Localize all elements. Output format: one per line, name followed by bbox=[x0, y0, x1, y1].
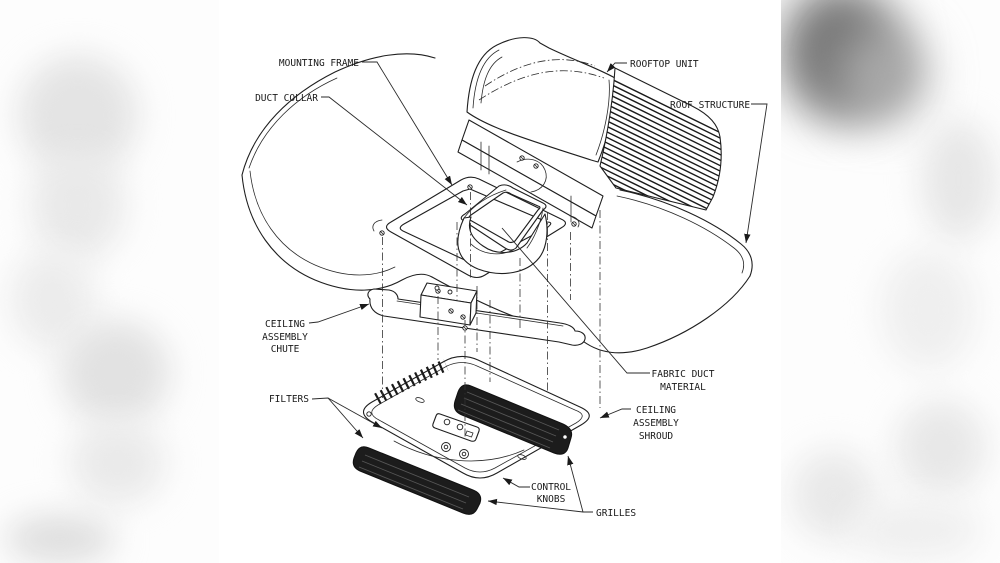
leader-mounting-frame bbox=[362, 61, 453, 186]
label-mounting-frame: MOUNTING FRAME bbox=[279, 58, 359, 69]
projection-lines bbox=[382, 192, 601, 438]
label-filters: FILTERS bbox=[269, 394, 309, 405]
svg-text:FABRIC DUCT: FABRIC DUCT bbox=[652, 369, 715, 380]
label-control-knobs: CONTROL KNOBS bbox=[531, 482, 571, 505]
svg-text:CHUTE: CHUTE bbox=[271, 344, 300, 355]
rooftop-unit-drawing bbox=[457, 37, 722, 229]
leader-ceiling-shroud bbox=[599, 408, 631, 419]
leader-filters-2 bbox=[327, 397, 383, 429]
drawing-canvas: MOUNTING FRAME DUCT COLLAR ROOFTOP UNIT … bbox=[219, 0, 781, 563]
blur-left-bar bbox=[0, 0, 219, 563]
leader-fabric-duct bbox=[501, 227, 650, 374]
leader-roof-structure bbox=[744, 103, 768, 244]
label-rooftop-unit: ROOFTOP UNIT bbox=[630, 59, 699, 70]
svg-text:KNOBS: KNOBS bbox=[537, 494, 566, 505]
svg-text:CEILING: CEILING bbox=[636, 405, 676, 416]
label-grilles: GRILLES bbox=[596, 508, 636, 519]
label-roof-structure: ROOF STRUCTURE bbox=[670, 100, 750, 111]
leader-control-knobs bbox=[502, 477, 530, 488]
leader-ceiling-chute bbox=[308, 303, 370, 324]
blur-blob bbox=[836, 30, 926, 120]
blur-blob bbox=[60, 320, 170, 425]
blur-blob bbox=[881, 250, 976, 370]
label-duct-collar: DUCT COLLAR bbox=[255, 93, 318, 104]
exploded-view-svg: MOUNTING FRAME DUCT COLLAR ROOFTOP UNIT … bbox=[241, 37, 768, 519]
label-ceiling-assembly-chute: CEILING ASSEMBLY CHUTE bbox=[262, 319, 308, 355]
label-ceiling-assembly-shroud: CEILING ASSEMBLY SHROUD bbox=[633, 405, 679, 442]
svg-text:CONTROL: CONTROL bbox=[531, 482, 571, 493]
svg-text:SHROUD: SHROUD bbox=[639, 431, 674, 442]
blur-blob bbox=[70, 420, 165, 505]
svg-text:CEILING: CEILING bbox=[265, 319, 305, 330]
grille-a bbox=[453, 384, 573, 455]
blur-blob bbox=[921, 120, 996, 240]
intake-louvers bbox=[374, 359, 449, 405]
labels: MOUNTING FRAME DUCT COLLAR ROOFTOP UNIT … bbox=[255, 58, 750, 519]
leader-grilles-1 bbox=[567, 455, 593, 513]
svg-text:ASSEMBLY: ASSEMBLY bbox=[262, 332, 308, 343]
leader-grilles-2 bbox=[487, 498, 584, 513]
leader-lines bbox=[308, 61, 768, 513]
blur-blob bbox=[851, 500, 981, 560]
label-fabric-duct-material: FABRIC DUCT MATERIAL bbox=[652, 369, 715, 393]
svg-text:MATERIAL: MATERIAL bbox=[660, 382, 706, 393]
leader-rooftop-unit bbox=[606, 62, 627, 73]
svg-text:ASSEMBLY: ASSEMBLY bbox=[633, 418, 679, 429]
ceiling-assembly-shroud-drawing bbox=[352, 355, 590, 515]
blur-blob bbox=[5, 515, 115, 563]
blur-right-bar bbox=[781, 0, 1000, 563]
ceiling-assembly-chute-drawing bbox=[367, 282, 586, 346]
leader-duct-collar bbox=[321, 96, 468, 206]
screws bbox=[366, 155, 577, 440]
blur-blob bbox=[30, 150, 125, 260]
grille-b bbox=[352, 446, 482, 515]
blur-blob bbox=[896, 400, 986, 495]
condenser-grille bbox=[599, 67, 722, 211]
fabric-duct-drawing bbox=[457, 189, 548, 275]
leader-filters-1 bbox=[311, 397, 364, 439]
